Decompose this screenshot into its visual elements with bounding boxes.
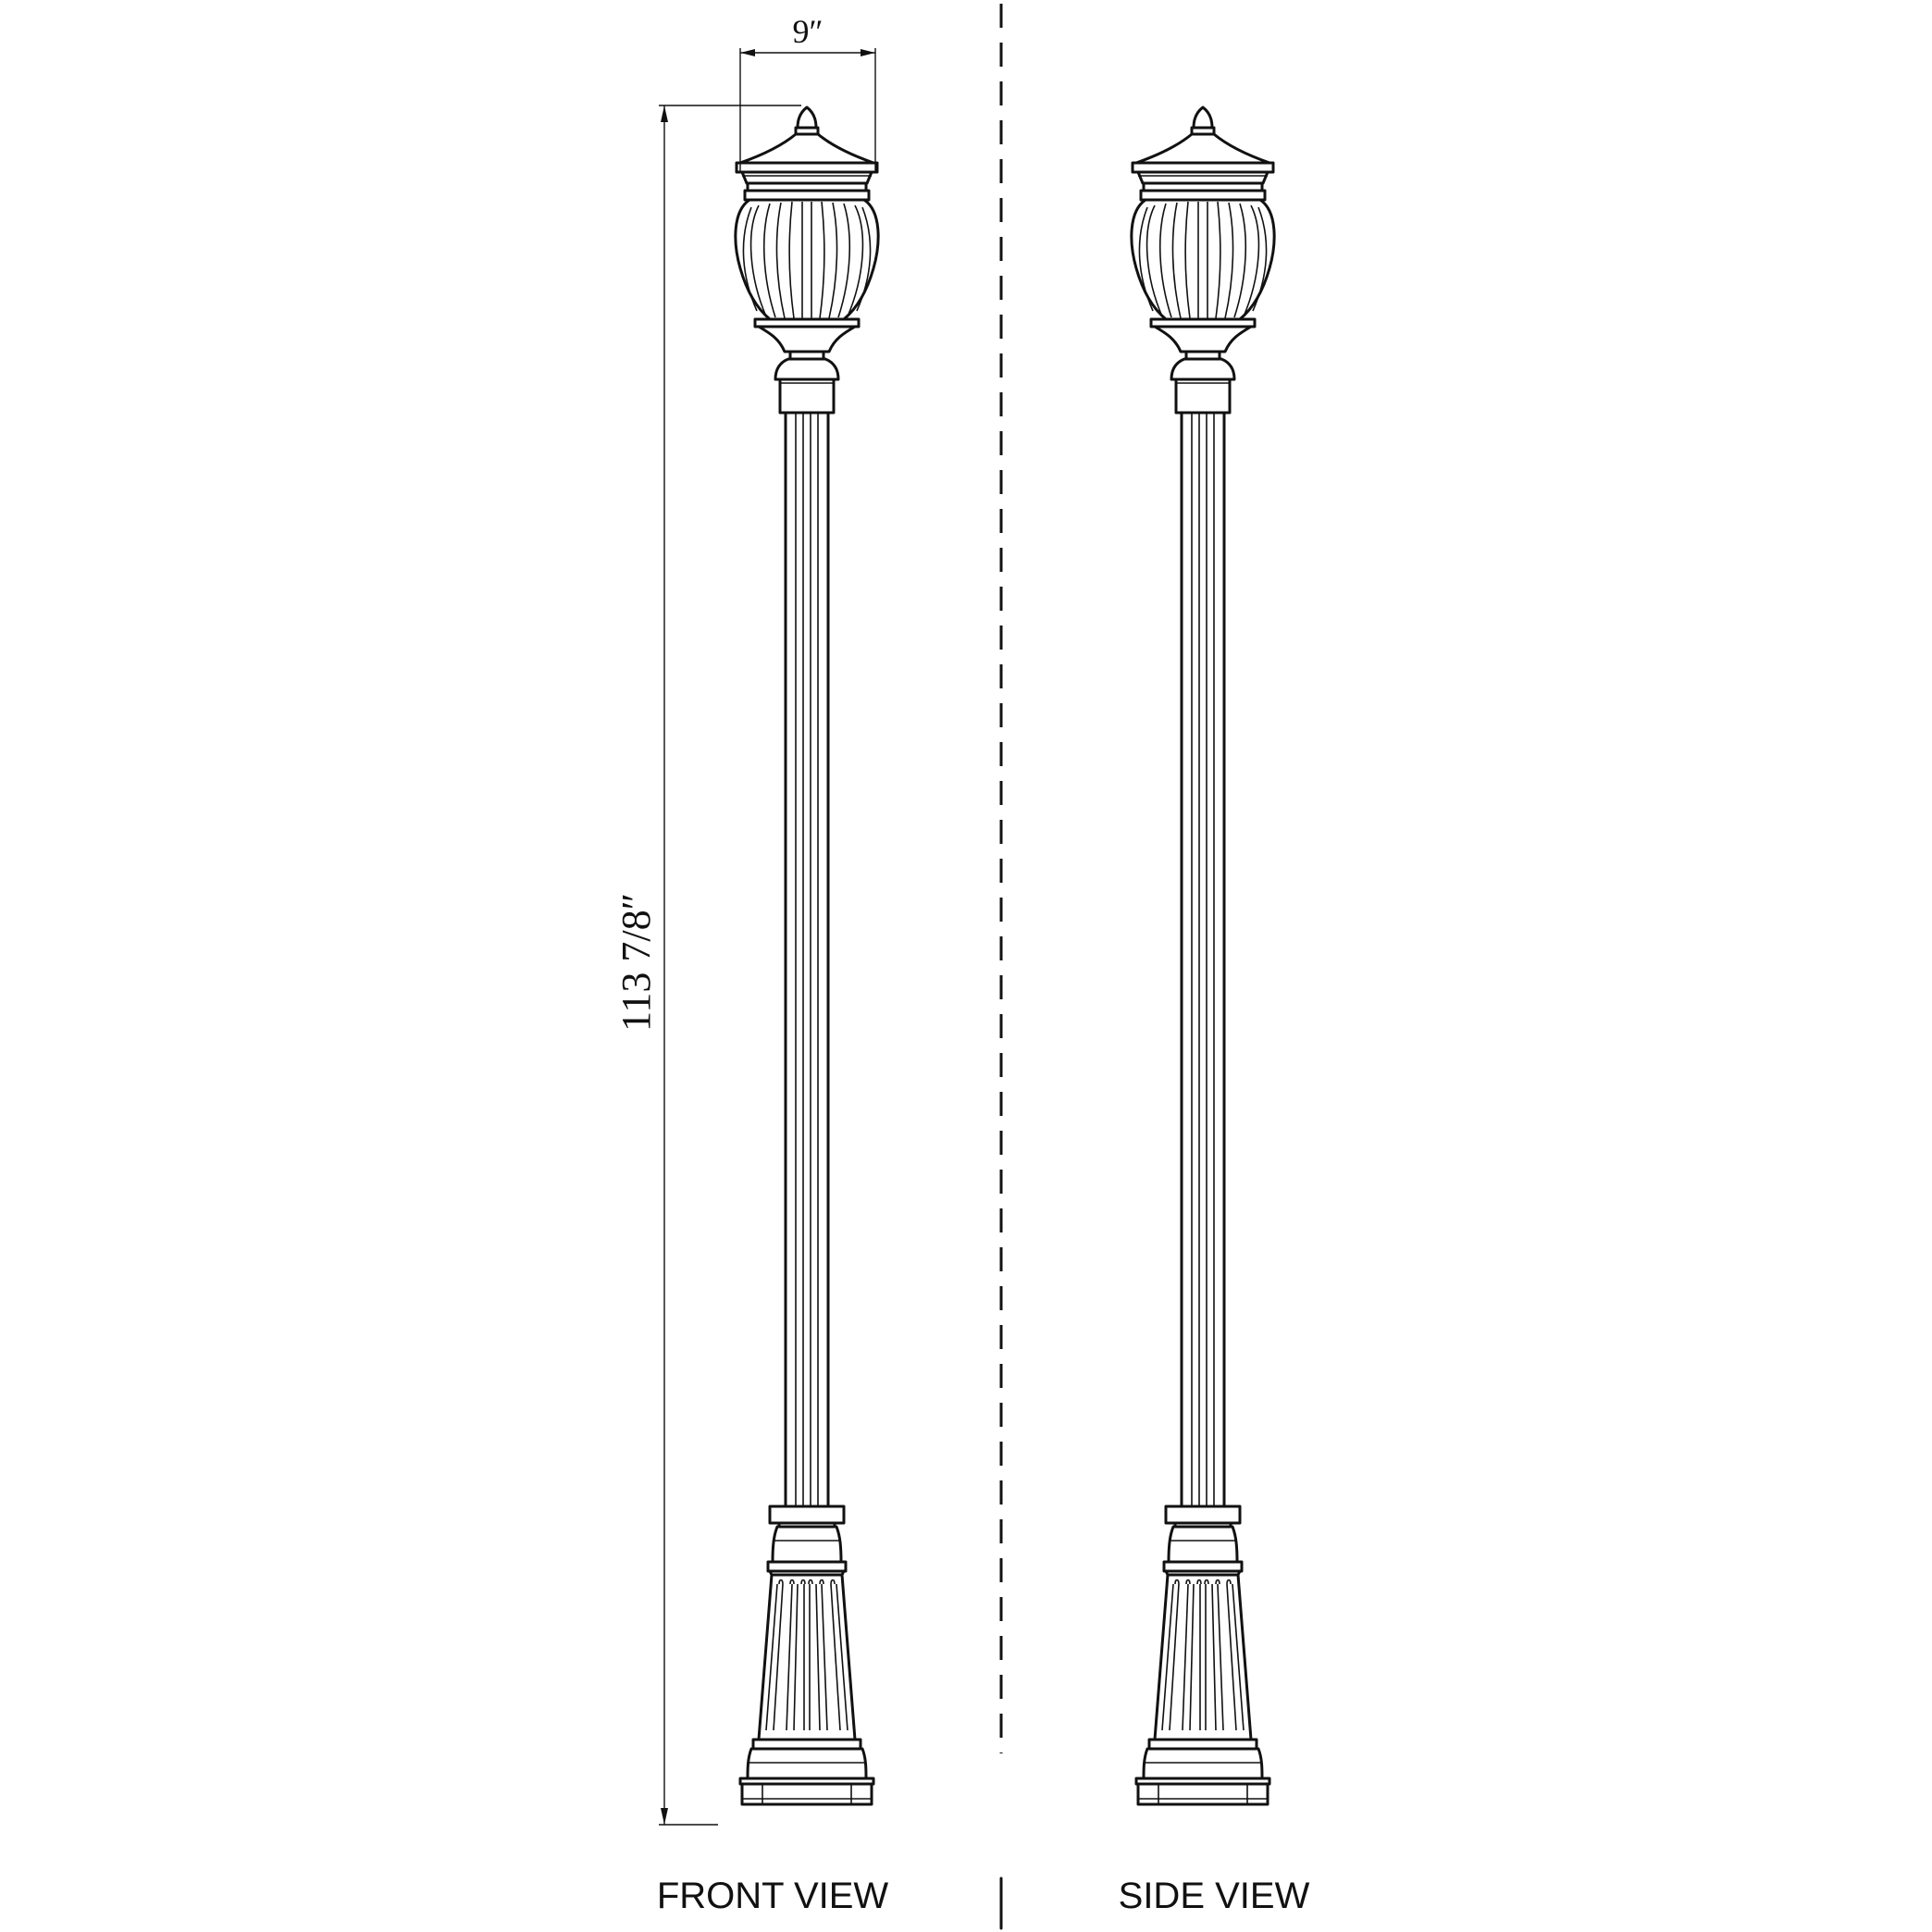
width-dimension-label: 9″ xyxy=(793,13,824,50)
height-dimension: 113 7/8″ xyxy=(613,105,801,1826)
side-view-lamp-post xyxy=(1130,105,1276,1806)
width-dimension: 9″ xyxy=(739,13,876,172)
height-dimension-label: 113 7/8″ xyxy=(613,893,659,1032)
front-view-label: FRONT VIEW xyxy=(657,1876,889,1916)
front-view-lamp-post xyxy=(734,105,880,1806)
side-view-label: SIDE VIEW xyxy=(1119,1876,1310,1916)
